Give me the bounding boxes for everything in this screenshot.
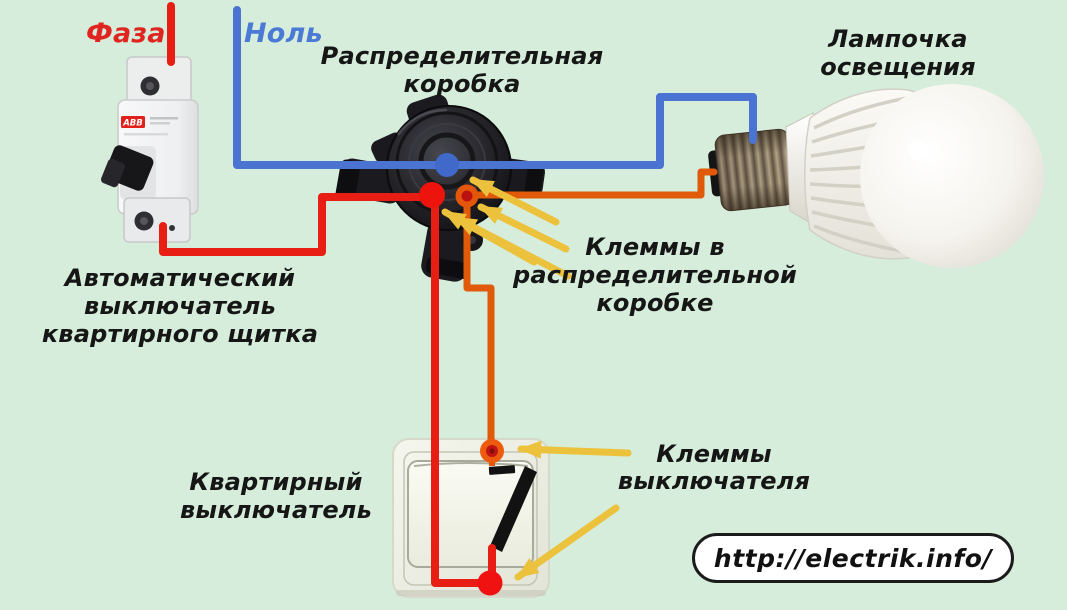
phase-wire-box-to-switch [431, 195, 486, 587]
pointer-arrows [441, 176, 632, 581]
junction-terminals-label: Клеммы в распределительной коробке [513, 233, 797, 317]
lamp-label: Лампочка освещения [820, 25, 976, 81]
junction-arrow-1 [469, 176, 560, 226]
switch-contact-symbol [488, 465, 537, 552]
switch-label: Квартирный выключатель [180, 468, 372, 524]
neutral-terminal-dot [435, 153, 459, 177]
neutral-wire [233, 6, 757, 169]
neutral-label: Ноль [244, 18, 323, 49]
website-url: http://electrik.info/ [713, 543, 993, 573]
switched-terminal-ring [455, 184, 479, 208]
phase-wire-breaker-to-box [159, 193, 433, 256]
breaker-brand-text: ABB [122, 119, 143, 129]
switched-wire-to-lamp [474, 168, 718, 199]
circuit-breaker-illustration: ABB [100, 56, 199, 243]
terminals [419, 153, 504, 596]
switch-bottom-terminal [477, 570, 503, 596]
junction-arrow-4 [452, 214, 572, 280]
junction-arrow-2 [477, 203, 570, 253]
breaker-label: Автоматический выключатель квартирного щ… [41, 264, 319, 348]
led-bulb-illustration [708, 84, 1044, 268]
switch-top-terminal [480, 439, 504, 463]
junction-box-label: Распределительная коробка [320, 42, 604, 98]
switch-arrow-bottom [514, 504, 620, 581]
switched-wire-to-switch [463, 202, 495, 447]
switch-arrow-top [517, 440, 632, 459]
switch-terminals-label: Клеммы выключателя [617, 440, 811, 495]
wires [159, 2, 757, 587]
phase-label: Фаза [86, 18, 166, 49]
website-badge: http://electrik.info/ [692, 533, 1014, 583]
phase-terminal-dot [419, 182, 445, 208]
